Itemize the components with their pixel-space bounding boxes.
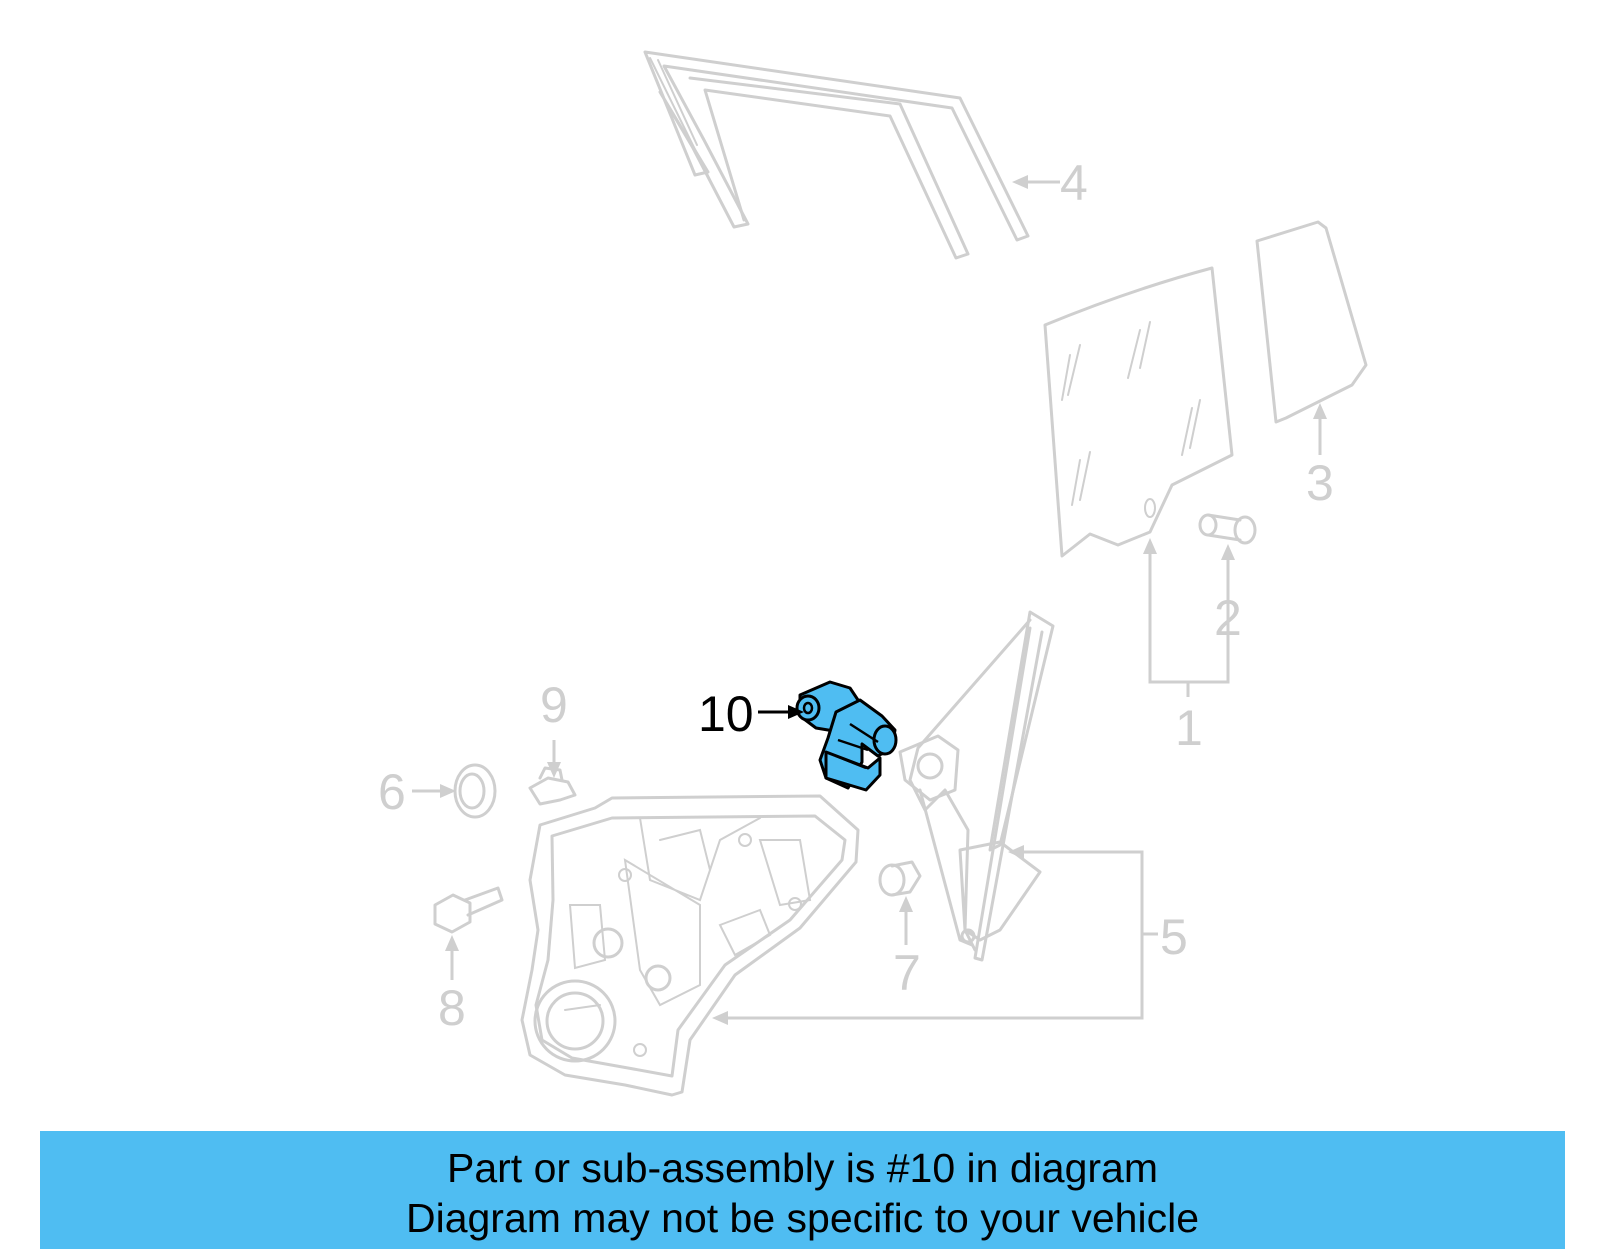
callout-7: 7 xyxy=(893,945,921,1001)
arrow-10 xyxy=(788,705,804,719)
info-banner: Part or sub-assembly is #10 in diagram D… xyxy=(40,1131,1565,1249)
callout-6: 6 xyxy=(378,764,406,820)
callout-4: 4 xyxy=(1060,155,1088,211)
part-2-clip xyxy=(1198,513,1257,545)
arrow-4 xyxy=(1012,175,1028,189)
callout-9: 9 xyxy=(540,677,568,733)
arrow-5-top xyxy=(1008,845,1024,859)
callout-10: 10 xyxy=(698,686,754,742)
arrow-6 xyxy=(440,784,456,798)
arrow-8 xyxy=(445,935,459,951)
part-6-grommet xyxy=(453,763,497,819)
callout-1: 1 xyxy=(1175,700,1203,756)
callout-2: 2 xyxy=(1214,590,1242,646)
arrow-1 xyxy=(1143,538,1157,554)
arrow-2 xyxy=(1221,544,1235,560)
part-3-quarter-glass xyxy=(1255,220,1368,424)
arrow-9 xyxy=(547,762,561,778)
banner-line-2: Diagram may not be specific to your vehi… xyxy=(405,1195,1199,1241)
part-7-nut xyxy=(878,860,922,897)
callout-3: 3 xyxy=(1306,455,1334,511)
banner-line-1: Part or sub-assembly is #10 in diagram xyxy=(447,1145,1158,1191)
part-4-window-channel xyxy=(643,50,1030,260)
part-5-window-regulator xyxy=(898,610,1055,962)
part-5-door-module-panel xyxy=(520,794,860,1097)
arrow-3 xyxy=(1313,403,1327,419)
part-8-bolt xyxy=(433,886,504,934)
part-1-door-glass xyxy=(1043,266,1234,558)
callout-5: 5 xyxy=(1160,909,1188,965)
part-10-window-motor xyxy=(795,680,898,792)
callout-8: 8 xyxy=(438,980,466,1036)
arrow-5-bottom xyxy=(712,1011,728,1025)
arrow-7 xyxy=(899,896,913,912)
